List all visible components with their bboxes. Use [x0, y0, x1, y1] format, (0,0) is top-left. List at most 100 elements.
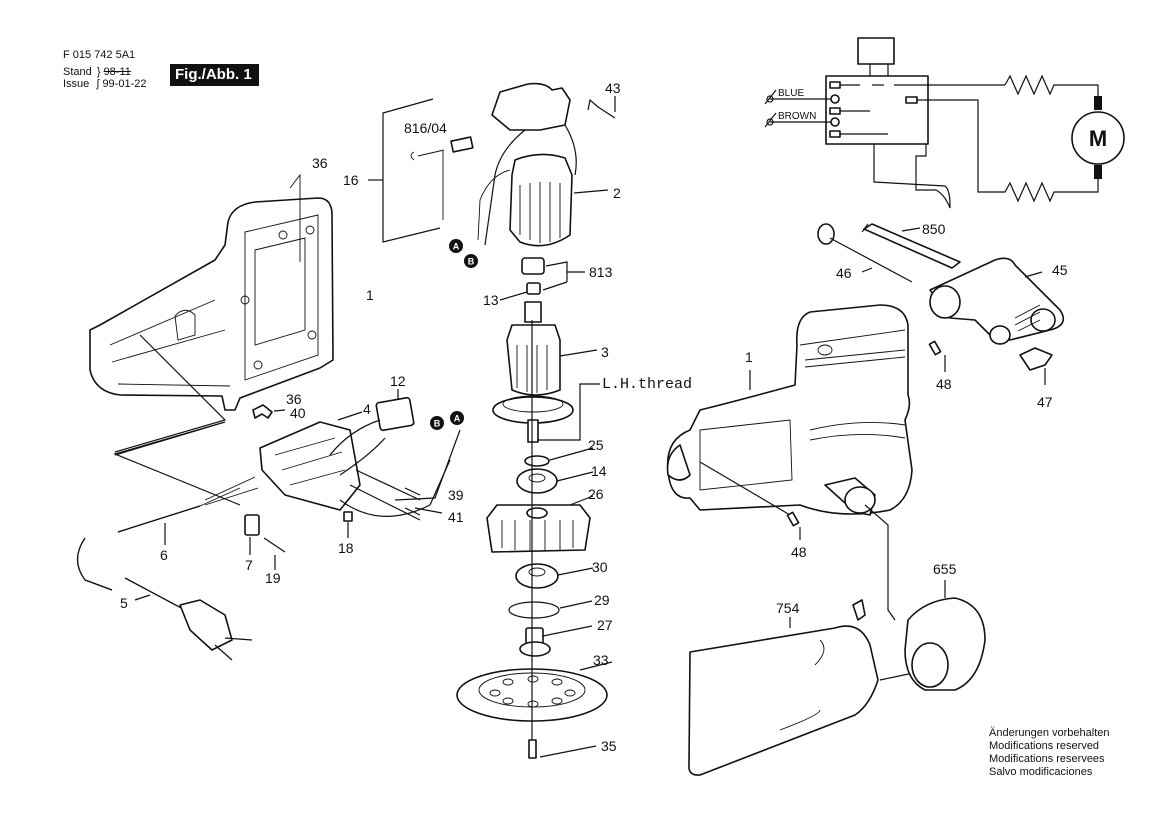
callout-4: 4: [363, 401, 371, 417]
svg-text:B: B: [434, 419, 441, 429]
bearing-14-icon: [516, 468, 558, 494]
callout-2: 2: [613, 185, 621, 201]
callout-655: 655: [933, 561, 957, 577]
callout-45: 45: [1052, 262, 1068, 278]
resistor-top-icon: [1004, 74, 1099, 100]
callout-25: 25: [588, 437, 604, 453]
callout-33: 33: [593, 652, 609, 668]
brace-icon: }: [96, 66, 101, 78]
stand-value: 98-11: [103, 66, 131, 78]
svg-text:B: B: [468, 257, 475, 267]
callout-850: 850: [922, 221, 946, 237]
clip-40-icon: [252, 404, 273, 419]
callout-labels: 43 816/04 16 36 2 813 13 1 3 L.H.thread …: [120, 80, 1068, 754]
plug-5-icon: [179, 599, 233, 651]
connector-b-switch-marker: [430, 416, 444, 430]
lh-thread-note: L.H.thread: [602, 376, 692, 393]
housing-half-left: [89, 173, 334, 411]
brush-cap-icon: [410, 151, 415, 161]
screw-43-icon: [587, 98, 616, 119]
svg-text:A: A: [453, 242, 460, 252]
callout-30: 30: [592, 559, 608, 575]
fan-26-icon: [486, 504, 591, 553]
callout-813: 813: [589, 264, 613, 280]
document-number: F 015 742 5A1: [63, 49, 136, 61]
wire-label-blue: BLUE: [778, 88, 804, 99]
callout-14: 14: [591, 463, 607, 479]
switch-4-icon: [259, 421, 361, 511]
callout-19: 19: [265, 570, 281, 586]
assembled-sander: [666, 304, 913, 621]
extraction-adapter: [817, 223, 1065, 385]
stand-label: Stand: [63, 66, 92, 78]
bearing-813-icon: [521, 257, 545, 275]
callout-43: 43: [605, 80, 621, 96]
notice-es: Salvo modificaciones: [989, 766, 1093, 778]
callout-12: 12: [390, 373, 406, 389]
issue-line: Issue ∫ 99-01-22: [63, 78, 146, 90]
fan-assembly: [456, 320, 613, 759]
callout-29: 29: [594, 592, 610, 608]
callout-36-top: 36: [312, 155, 328, 171]
notice-de: Änderungen vorbehalten: [989, 727, 1110, 739]
cord-clamp-7-icon: [244, 514, 260, 536]
connector-a-marker: A: [449, 239, 463, 253]
notice-en: Modifications reserved: [989, 740, 1100, 752]
callout-1-housing: 1: [366, 287, 374, 303]
capacitor-block: [857, 37, 895, 65]
callout-47: 47: [1037, 394, 1053, 410]
capacitor-12-icon: [375, 396, 415, 432]
callout-6: 6: [160, 547, 168, 563]
callout-26: 26: [588, 486, 604, 502]
washer-25-icon: [524, 455, 550, 467]
callout-3: 3: [601, 344, 609, 360]
screw-48-icon: [786, 511, 800, 527]
circlip-29-icon: [508, 601, 560, 619]
bracket-line-16: [382, 98, 441, 243]
armature-assembly: [492, 257, 600, 443]
motor-icon: [1071, 111, 1125, 165]
callout-48-top: 48: [936, 376, 952, 392]
issue-value: 99-01-22: [102, 78, 147, 90]
callout-1-sander: 1: [745, 349, 753, 365]
callout-41: 41: [448, 509, 464, 525]
notice-fr: Modifications reservees: [989, 753, 1105, 765]
screw-35-icon: [528, 739, 537, 759]
callout-36-bottom: 36: [286, 391, 302, 407]
callout-16: 16: [343, 172, 359, 188]
field-coil: [477, 82, 609, 247]
knob-47-icon: [1019, 347, 1053, 371]
screw-18-icon: [343, 511, 353, 522]
carbon-brush-icon: [450, 136, 474, 153]
callout-39: 39: [448, 487, 464, 503]
switch-block: [825, 75, 929, 145]
motor-symbol: M: [1089, 126, 1107, 151]
callout-18: 18: [338, 540, 354, 556]
callout-35: 35: [601, 738, 617, 754]
callout-5: 5: [120, 595, 128, 611]
eccentric-27-icon: [519, 641, 551, 657]
wire-label-brown: BROWN: [778, 111, 816, 122]
callout-40: 40: [290, 405, 306, 421]
connector-b-marker: B: [464, 254, 478, 268]
callout-754: 754: [776, 600, 800, 616]
modifications-notice: Änderungen vorbehalten Modifications res…: [989, 727, 1109, 779]
switch-and-cord: B A: [76, 334, 464, 661]
bolt-head-46-icon: [817, 223, 835, 245]
dust-bag: [688, 580, 986, 776]
connector-a-switch-marker: [450, 411, 464, 425]
callout-7: 7: [245, 557, 253, 573]
callout-13: 13: [483, 292, 499, 308]
callout-46: 46: [836, 265, 852, 281]
figure-label: Fig./Abb. 1: [170, 64, 259, 86]
resistor-bottom-icon: [917, 99, 1099, 203]
callout-816-04: 816/04: [404, 120, 447, 136]
svg-text:A: A: [454, 414, 461, 424]
allen-key-850-icon: [863, 223, 961, 269]
stand-line: Stand } 98-11: [63, 66, 131, 78]
issue-label: Issue: [63, 78, 90, 90]
brace-icon: ∫: [96, 78, 100, 90]
callout-48-bottom: 48: [791, 544, 807, 560]
wiring-schematic: BLUE BROWN M: [764, 37, 1125, 209]
